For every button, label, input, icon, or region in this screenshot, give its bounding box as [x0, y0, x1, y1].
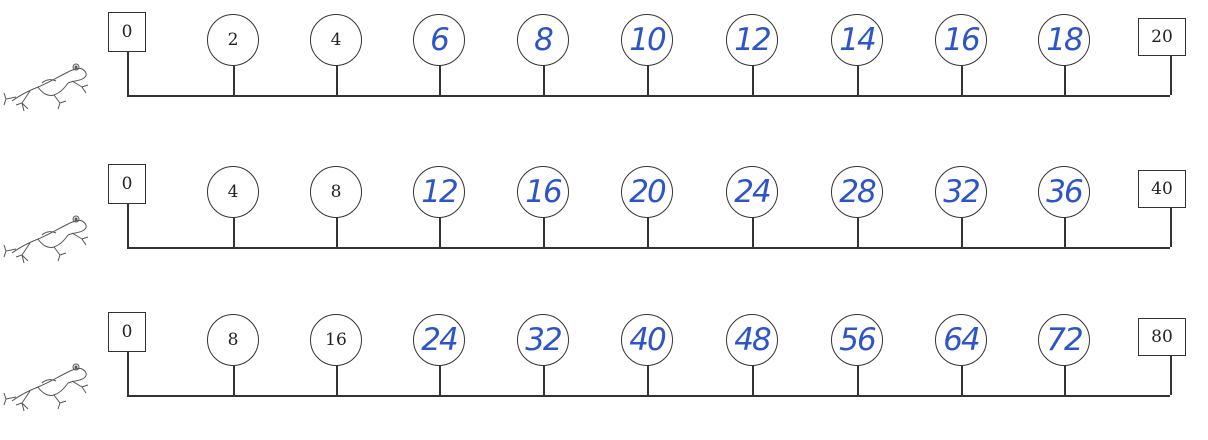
answer-circle[interactable]: 32	[517, 314, 569, 366]
number-line-axis	[127, 95, 1170, 97]
answer-circle[interactable]: 20	[621, 166, 673, 218]
tick-stem	[857, 218, 859, 247]
tick-stem	[233, 66, 235, 95]
tick-stem	[1064, 218, 1066, 247]
tick-stem	[1170, 56, 1172, 95]
tick-stem	[127, 352, 129, 395]
tick-stem	[647, 66, 649, 95]
tick-stem	[543, 366, 545, 395]
answer-circle[interactable]: 8	[517, 14, 569, 66]
number-line-axis	[127, 395, 1170, 397]
start-value-box: 0	[108, 164, 146, 204]
tick-stem	[127, 204, 129, 247]
tick-stem	[1170, 208, 1172, 247]
answer-circle[interactable]: 6	[413, 14, 465, 66]
end-value-box: 40	[1138, 170, 1186, 208]
frog-icon	[2, 43, 97, 117]
answer-circle[interactable]: 28	[831, 166, 883, 218]
given-circle: 8	[207, 314, 259, 366]
answer-circle[interactable]: 72	[1038, 314, 1090, 366]
answer-circle[interactable]: 14	[831, 14, 883, 66]
tick-stem	[233, 218, 235, 247]
tick-stem	[857, 366, 859, 395]
tick-stem	[336, 66, 338, 95]
given-circle: 16	[310, 314, 362, 366]
answer-circle[interactable]: 64	[935, 314, 987, 366]
tick-stem	[439, 366, 441, 395]
given-circle: 4	[207, 166, 259, 218]
tick-stem	[1064, 66, 1066, 95]
answer-circle[interactable]: 16	[935, 14, 987, 66]
answer-circle[interactable]: 12	[726, 14, 778, 66]
answer-circle[interactable]: 12	[413, 166, 465, 218]
tick-stem	[961, 366, 963, 395]
tick-stem	[1170, 356, 1172, 395]
tick-stem	[647, 218, 649, 247]
number-line-axis	[127, 247, 1170, 249]
tick-stem	[752, 366, 754, 395]
tick-stem	[439, 218, 441, 247]
tick-stem	[752, 218, 754, 247]
answer-circle[interactable]: 24	[413, 314, 465, 366]
answer-circle[interactable]: 16	[517, 166, 569, 218]
answer-circle[interactable]: 36	[1038, 166, 1090, 218]
tick-stem	[752, 66, 754, 95]
start-value-box: 0	[108, 312, 146, 352]
answer-circle[interactable]: 32	[935, 166, 987, 218]
tick-stem	[336, 218, 338, 247]
given-circle: 8	[310, 166, 362, 218]
end-value-box: 80	[1138, 318, 1186, 356]
tick-stem	[233, 366, 235, 395]
number-line-row: 0 8 16 24 32 40 48 56 64 72 80	[0, 300, 1208, 440]
given-circle: 2	[207, 14, 259, 66]
answer-circle[interactable]: 10	[621, 14, 673, 66]
answer-circle[interactable]: 48	[726, 314, 778, 366]
end-value-box: 20	[1138, 18, 1186, 56]
tick-stem	[1064, 366, 1066, 395]
given-circle: 4	[310, 14, 362, 66]
tick-stem	[336, 366, 338, 395]
answer-circle[interactable]: 40	[621, 314, 673, 366]
frog-icon	[2, 195, 97, 269]
tick-stem	[543, 66, 545, 95]
tick-stem	[543, 218, 545, 247]
tick-stem	[439, 66, 441, 95]
answer-circle[interactable]: 56	[831, 314, 883, 366]
tick-stem	[961, 66, 963, 95]
tick-stem	[647, 366, 649, 395]
tick-stem	[961, 218, 963, 247]
frog-icon	[2, 343, 97, 417]
start-value-box: 0	[108, 12, 146, 52]
answer-circle[interactable]: 24	[726, 166, 778, 218]
tick-stem	[127, 52, 129, 95]
tick-stem	[857, 66, 859, 95]
answer-circle[interactable]: 18	[1038, 14, 1090, 66]
